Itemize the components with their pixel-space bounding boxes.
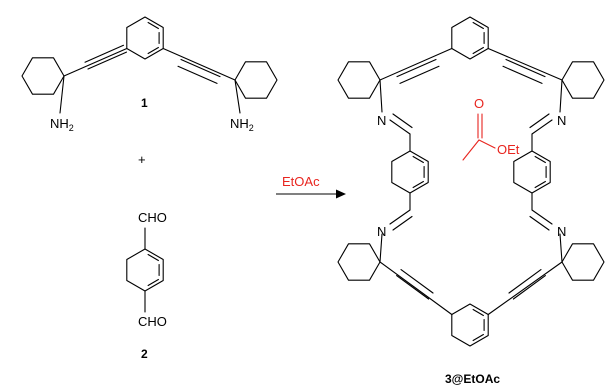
imine-n-bottom-right: N xyxy=(557,224,566,239)
reaction-arrow xyxy=(276,189,346,199)
product-3-structure xyxy=(337,16,605,347)
amine-group-left: NH2 xyxy=(50,116,74,133)
compound-2-label: 2 xyxy=(141,347,148,361)
product-label: 3@EtOAc xyxy=(445,372,500,386)
amine-group-right: NH2 xyxy=(230,116,254,133)
ethoxy-group: OEt xyxy=(497,142,520,157)
compound-1-structure xyxy=(21,16,278,114)
aldehyde-group-top: CHO xyxy=(138,210,167,225)
imine-n-top-right: N xyxy=(557,113,566,128)
compound-1-label: 1 xyxy=(141,96,148,110)
imine-n-top-left: N xyxy=(377,113,386,128)
aldehyde-group-bottom: CHO xyxy=(138,314,167,329)
solvent-label: EtOAc xyxy=(282,174,320,189)
ethyl-acetate-guest xyxy=(462,113,496,161)
compound-2-structure xyxy=(126,227,164,313)
imine-n-bottom-left: N xyxy=(377,224,386,239)
plus-sign: + xyxy=(138,152,146,167)
carbonyl-oxygen: O xyxy=(474,96,484,111)
